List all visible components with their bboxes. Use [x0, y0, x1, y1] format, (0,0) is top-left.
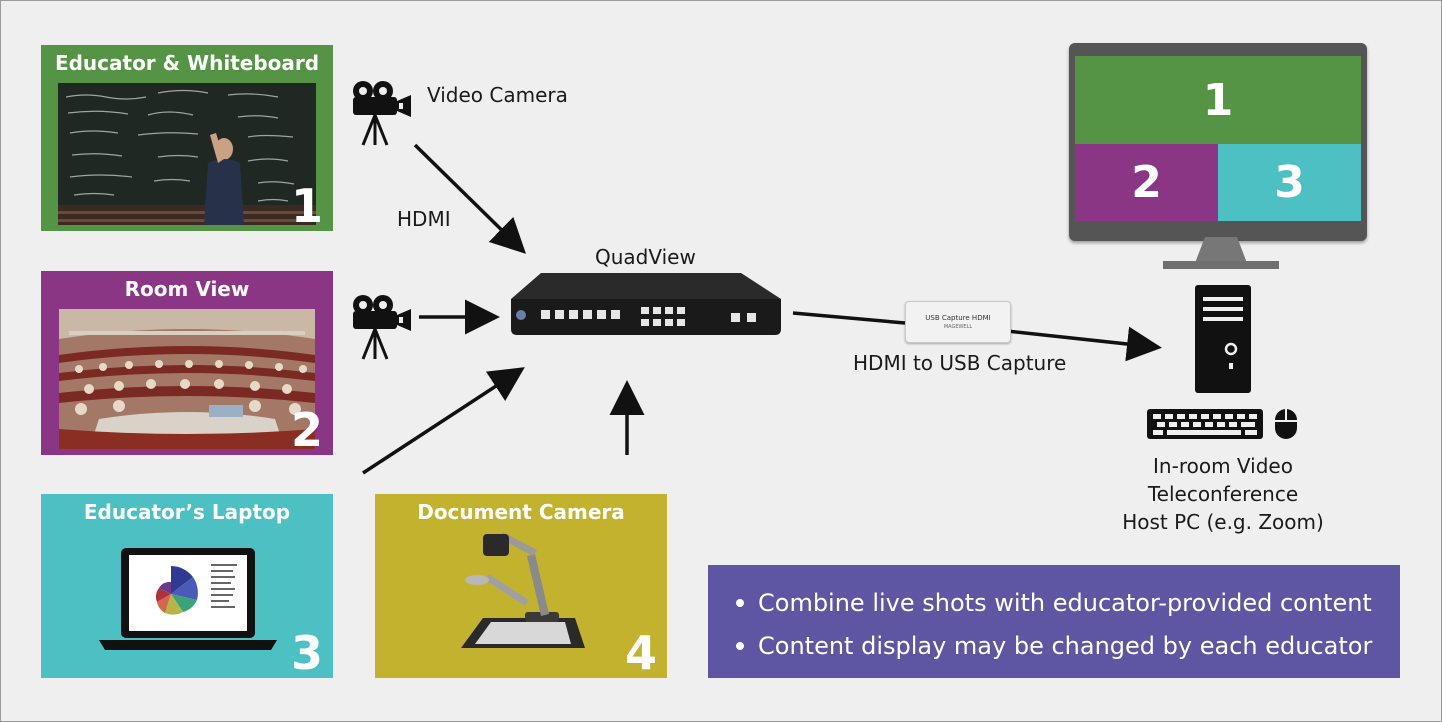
note-item: Content display may be changed by each e…	[736, 624, 1400, 667]
monitor-cell-number: 2	[1131, 157, 1162, 208]
video-camera-icon	[353, 295, 411, 360]
monitor-cell-1: 1	[1075, 56, 1361, 144]
video-camera-icon	[353, 81, 411, 146]
keyboard-icon	[1147, 409, 1263, 439]
host-pc-line: Teleconference	[1147, 482, 1299, 506]
monitor-cell-number: 1	[1202, 74, 1234, 126]
arrow-capture-to-pc	[1006, 326, 1162, 362]
monitor-stand-icon	[1163, 237, 1279, 269]
panel-room-view: Room View 2	[41, 271, 333, 455]
note-item: Combine live shots with educator-provide…	[736, 581, 1400, 624]
capture-device-label: USB Capture HDMI	[925, 314, 991, 322]
bullet-icon	[736, 641, 744, 650]
hdmi-to-usb-label: HDMI to USB Capture	[853, 351, 1067, 375]
room-photo	[59, 309, 315, 449]
panel-document-camera: Document Camera 4	[375, 494, 667, 678]
monitor-cell-2: 2	[1075, 144, 1218, 221]
panel-number: 2	[290, 403, 323, 457]
panel-title: Room View	[124, 277, 250, 301]
quadview-label: QuadView	[595, 245, 696, 269]
note-text: Combine live shots with educator-provide…	[758, 588, 1372, 617]
desktop-tower-icon	[1195, 285, 1251, 393]
panel-title: Educator’s Laptop	[83, 500, 291, 524]
host-pc-label: In-room Video Teleconference Host PC (e.…	[1103, 452, 1343, 536]
document-camera-icon	[461, 532, 585, 648]
monitor-cell-number: 3	[1274, 157, 1305, 208]
cable-quadview-to-capture	[792, 311, 906, 325]
panel-number: 3	[290, 626, 323, 680]
panel-number: 1	[290, 179, 323, 233]
laptop-icon	[99, 548, 277, 650]
capture-device-brand: MAGEWELL	[943, 324, 973, 330]
note-text: Content display may be changed by each e…	[758, 631, 1373, 660]
panel-educator-laptop: Educator’s Laptop 3	[41, 494, 333, 678]
monitor-icon: 1 2 3	[1069, 43, 1367, 241]
quadview-device-icon	[511, 273, 781, 335]
monitor-cell-3: 3	[1218, 144, 1361, 221]
usb-capture-device: USB Capture HDMI MAGEWELL	[905, 301, 1011, 343]
arrow-laptop-to-quadview	[362, 367, 525, 475]
arrow-camera1-to-quadview	[413, 143, 526, 254]
panel-educator-whiteboard: Educator & Whiteboard 1	[41, 45, 333, 231]
video-camera-label: Video Camera	[427, 83, 568, 107]
host-pc-line: Host PC (e.g. Zoom)	[1122, 510, 1324, 534]
bullet-icon	[736, 598, 744, 607]
host-pc-line: In-room Video	[1153, 454, 1293, 478]
chalkboard-drawing	[58, 83, 316, 225]
hdmi-label: HDMI	[397, 207, 451, 231]
whiteboard-photo	[58, 83, 316, 225]
panel-title: Document Camera	[417, 500, 625, 524]
panel-title: Educator & Whiteboard	[54, 51, 320, 75]
notes-box: Combine live shots with educator-provide…	[708, 565, 1400, 678]
panel-number: 4	[624, 626, 657, 680]
lecture-hall-drawing	[59, 309, 315, 449]
mouse-icon	[1275, 409, 1297, 439]
